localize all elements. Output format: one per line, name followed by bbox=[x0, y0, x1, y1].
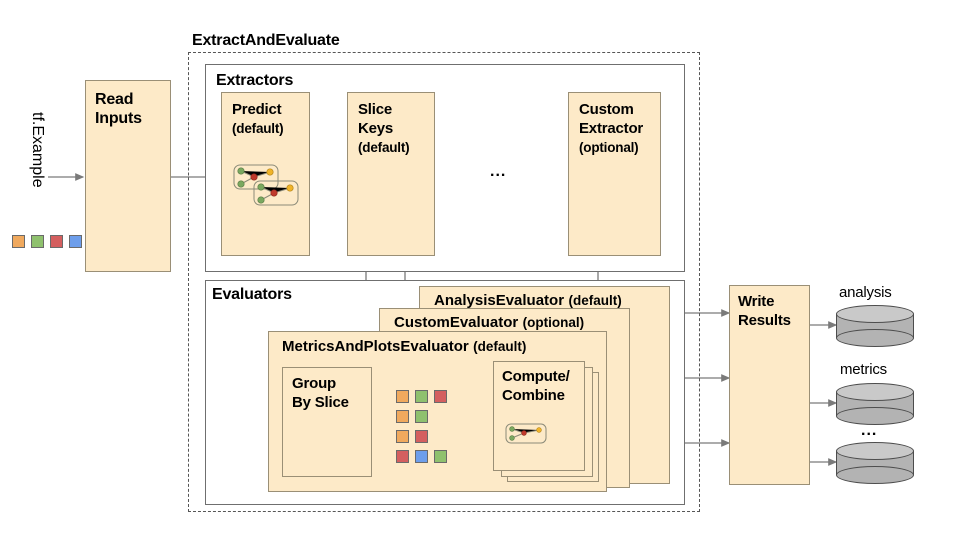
extractors-ellipsis: ... bbox=[490, 163, 507, 180]
output-label-more: ... bbox=[861, 422, 878, 439]
analysis-evaluator-heading: AnalysisEvaluator (default) bbox=[434, 292, 622, 310]
node-predict[interactable]: Predict (default) bbox=[221, 92, 310, 256]
chip-red bbox=[396, 450, 409, 463]
write-results-line2: Results bbox=[738, 312, 791, 329]
node-group-by-slice[interactable]: Group By Slice bbox=[282, 367, 372, 477]
write-results-line1: Write bbox=[738, 293, 775, 310]
node-read-inputs[interactable]: Read Inputs bbox=[85, 80, 171, 272]
database-cylinder-more[interactable] bbox=[836, 442, 914, 484]
chip-red bbox=[50, 235, 63, 248]
graph-icon bbox=[505, 423, 547, 444]
extract-and-evaluate-title: ExtractAndEvaluate bbox=[192, 32, 340, 49]
compute-combine-line1: Compute/ bbox=[502, 368, 570, 385]
chip-red bbox=[415, 430, 428, 443]
output-label-analysis: analysis bbox=[839, 284, 892, 301]
chip-green bbox=[31, 235, 44, 248]
chip-red bbox=[434, 390, 447, 403]
group-by-slice-line2: By Slice bbox=[292, 394, 349, 411]
database-cylinder-metrics[interactable] bbox=[836, 383, 914, 425]
compute-combine-line2: Combine bbox=[502, 387, 565, 404]
custom-evaluator-qualifier: (optional) bbox=[522, 315, 585, 330]
slice-keys-line1: Slice bbox=[358, 101, 393, 118]
database-cylinder-analysis[interactable] bbox=[836, 305, 914, 347]
cylinder-top bbox=[836, 442, 914, 460]
chip-blue bbox=[69, 235, 82, 248]
cylinder-top bbox=[836, 383, 914, 401]
group-by-slice-line1: Group bbox=[292, 375, 336, 392]
chip-green bbox=[434, 450, 447, 463]
read-inputs-line2: Inputs bbox=[95, 110, 142, 127]
chip-green bbox=[415, 390, 428, 403]
slice-keys-line2: Keys bbox=[358, 120, 394, 137]
analysis-evaluator-qualifier: (default) bbox=[568, 293, 622, 308]
custom-evaluator-name: CustomEvaluator bbox=[394, 314, 519, 331]
analysis-evaluator-name: AnalysisEvaluator bbox=[434, 292, 565, 309]
node-write-results[interactable]: Write Results bbox=[729, 285, 810, 485]
predict-qualifier: (default) bbox=[232, 121, 284, 136]
custom-evaluator-heading: CustomEvaluator (optional) bbox=[394, 314, 584, 332]
chip-orange bbox=[396, 430, 409, 443]
chip-orange bbox=[396, 410, 409, 423]
graph-icon bbox=[233, 164, 299, 206]
output-label-metrics: metrics bbox=[840, 361, 887, 378]
evaluators-section-label: Evaluators bbox=[212, 286, 292, 303]
node-slice-keys[interactable]: Slice Keys (default) bbox=[347, 92, 435, 256]
metrics-evaluator-heading: MetricsAndPlotsEvaluator (default) bbox=[282, 338, 526, 356]
custom-extractor-line1: Custom bbox=[579, 101, 634, 118]
extractors-section-label: Extractors bbox=[216, 72, 294, 89]
node-metrics-and-plots-evaluator[interactable]: MetricsAndPlotsEvaluator (default) Group… bbox=[268, 331, 607, 492]
metrics-evaluator-qualifier: (default) bbox=[473, 339, 527, 354]
custom-extractor-line2: Extractor bbox=[579, 120, 644, 137]
cylinder-bottom bbox=[836, 329, 914, 347]
input-chip-row bbox=[12, 235, 82, 249]
node-compute-combine[interactable]: Compute/ Combine bbox=[493, 361, 585, 471]
chip-blue bbox=[415, 450, 428, 463]
node-custom-extractor[interactable]: Custom Extractor (optional) bbox=[568, 92, 661, 256]
metrics-evaluator-name: MetricsAndPlotsEvaluator bbox=[282, 338, 469, 355]
custom-extractor-qualifier: (optional) bbox=[579, 140, 639, 155]
slice-chip-grid bbox=[396, 390, 466, 468]
chip-green bbox=[415, 410, 428, 423]
predict-line1: Predict bbox=[232, 101, 282, 118]
read-inputs-line1: Read bbox=[95, 91, 134, 108]
chip-orange bbox=[396, 390, 409, 403]
cylinder-bottom bbox=[836, 466, 914, 484]
cylinder-bottom bbox=[836, 407, 914, 425]
cylinder-top bbox=[836, 305, 914, 323]
chip-orange bbox=[12, 235, 25, 248]
slice-keys-qualifier: (default) bbox=[358, 140, 410, 155]
input-label-tf-example: tf.Example bbox=[29, 112, 46, 188]
extract-and-evaluate-container bbox=[188, 52, 700, 512]
